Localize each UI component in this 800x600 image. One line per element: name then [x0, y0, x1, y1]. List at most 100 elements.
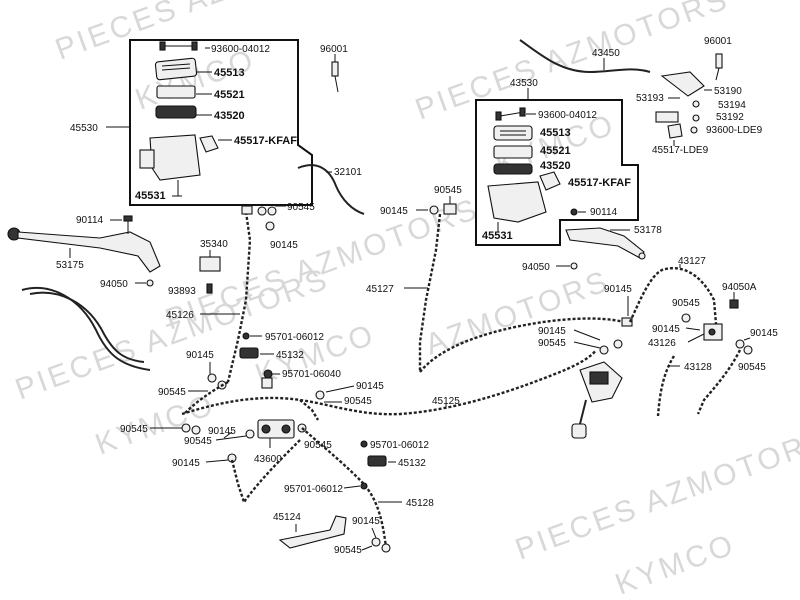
part-label: 90145 — [750, 328, 778, 339]
hose-45128-group: 45128 — [230, 427, 434, 549]
part-label: 96001 — [320, 44, 348, 55]
hose-line — [301, 427, 388, 549]
part-label: 53193 — [636, 93, 664, 104]
left-master-cylinder-group: 93600-04012 45513 45521 43520 45517-KFAF… — [70, 39, 313, 206]
washer-icon — [245, 429, 255, 439]
washer-icon — [257, 206, 267, 216]
part-label: 90145 — [538, 326, 566, 337]
part-label: 45124 — [273, 512, 301, 523]
hose-45126-group: 90545 90145 45126 — [166, 202, 315, 383]
part-label: 53190 — [714, 86, 742, 97]
part-label: 45517-KFAF — [234, 135, 297, 147]
bolt-icon — [495, 107, 526, 121]
right-master-cylinder-group: 43530 93600-04012 45513 45521 43520 4551… — [475, 78, 639, 246]
part-label: 93600-04012 — [538, 110, 597, 121]
left-cylinder-frame — [129, 39, 313, 206]
bolt-icon — [429, 205, 439, 215]
part-label: 45530 — [70, 123, 98, 134]
part-label: 43450 — [592, 48, 620, 59]
valve-port-icon — [281, 424, 291, 434]
part-label: 43128 — [684, 362, 712, 373]
watermark: AZMOTORS — [421, 264, 614, 361]
lever-tip-icon — [638, 252, 646, 260]
part-label: 90145 — [356, 381, 384, 392]
part-label: 94050 — [100, 279, 128, 290]
lever-bracket-icon — [660, 71, 705, 97]
part-label: 43600 — [254, 454, 282, 465]
watermark: KYMCO — [611, 528, 740, 600]
hose-line — [243, 439, 301, 503]
hose-clip-icon — [239, 347, 259, 359]
part-label: 90545 — [672, 298, 700, 309]
clip-group-a: 95701-06012 45132 — [239, 332, 324, 361]
reservoir-cap-icon — [493, 125, 533, 141]
screw-icon — [123, 215, 133, 234]
part-label: 90114 — [590, 207, 618, 218]
part-label: 53175 — [56, 260, 84, 271]
part-label: 94050A — [722, 282, 757, 293]
part-label: 35340 — [200, 239, 228, 250]
part-label: 90545 — [738, 362, 766, 373]
part-label: 45513 — [540, 127, 571, 139]
switch-pin-icon — [715, 53, 723, 69]
clip-screw-icon — [360, 440, 368, 448]
part-label: 43127 — [678, 256, 706, 267]
nut-icon — [146, 279, 154, 287]
hose-line — [418, 213, 442, 372]
part-label: 90545 — [434, 185, 462, 196]
nut-icon — [570, 262, 578, 270]
part-label: 90145 — [352, 516, 380, 527]
clamp-icon — [199, 135, 219, 153]
clip-screw-icon — [263, 369, 273, 379]
fitting-group-bottom: 90145 90545 — [334, 516, 391, 556]
left-switch-group: 35340 93893 96001 — [168, 44, 348, 297]
caliper-rod — [579, 399, 587, 425]
part-label: 90145 — [380, 206, 408, 217]
hose-line — [299, 399, 320, 421]
caliper-piston-icon — [589, 371, 609, 385]
part-label: 45125 — [432, 396, 460, 407]
part-label: 43126 — [648, 338, 676, 349]
cable-line — [21, 287, 151, 371]
nut-icon — [729, 299, 739, 309]
distribution-valve-group: 43600 90545 90145 90545 90545 90145 — [120, 419, 332, 469]
part-label: 90145 — [652, 324, 680, 335]
valve-port-icon — [261, 424, 271, 434]
watermark: PIECES AZMOTORS — [411, 0, 733, 127]
washer-icon — [743, 345, 753, 355]
bracket-icon — [278, 515, 347, 549]
clip-screw-icon — [360, 482, 368, 490]
part-label: 93893 — [168, 286, 196, 297]
part-label: 45531 — [135, 190, 166, 202]
part-label: 95701-06012 — [370, 440, 429, 451]
hose-45125-group: 45125 — [181, 349, 597, 421]
hose-line — [419, 317, 625, 373]
part-label: 53178 — [634, 225, 662, 236]
part-label: 43520 — [214, 110, 245, 122]
cylinder-body-icon — [487, 181, 547, 223]
washer-icon — [735, 339, 745, 349]
hose-line — [696, 349, 742, 415]
part-label: 53194 — [718, 100, 746, 111]
part-label: 90545 — [344, 396, 372, 407]
clip-screw-icon — [242, 332, 250, 340]
washer-icon — [181, 423, 191, 433]
rear-hose-group: 43127 43126 94050A 90545 90145 90145 905… — [628, 256, 778, 417]
caliper-group: 90145 90145 90545 — [538, 284, 633, 439]
fitting-icon — [443, 203, 457, 215]
clamp-icon — [539, 171, 561, 191]
hose-32101-group: 32101 — [297, 164, 365, 215]
junction-port-icon — [708, 328, 716, 336]
switch-icon — [199, 256, 221, 272]
caliper-clevis-icon — [571, 423, 587, 439]
hose-line — [628, 266, 718, 325]
part-label: 90145 — [186, 350, 214, 361]
part-label: 45531 — [482, 230, 513, 242]
part-label: 90545 — [158, 387, 186, 398]
part-label: 43520 — [540, 160, 571, 172]
part-label: 95701-06012 — [265, 332, 324, 343]
part-label: 90545 — [184, 436, 212, 447]
diaphragm-icon — [493, 163, 533, 175]
hose-line — [230, 459, 246, 503]
hose-line — [656, 355, 676, 417]
